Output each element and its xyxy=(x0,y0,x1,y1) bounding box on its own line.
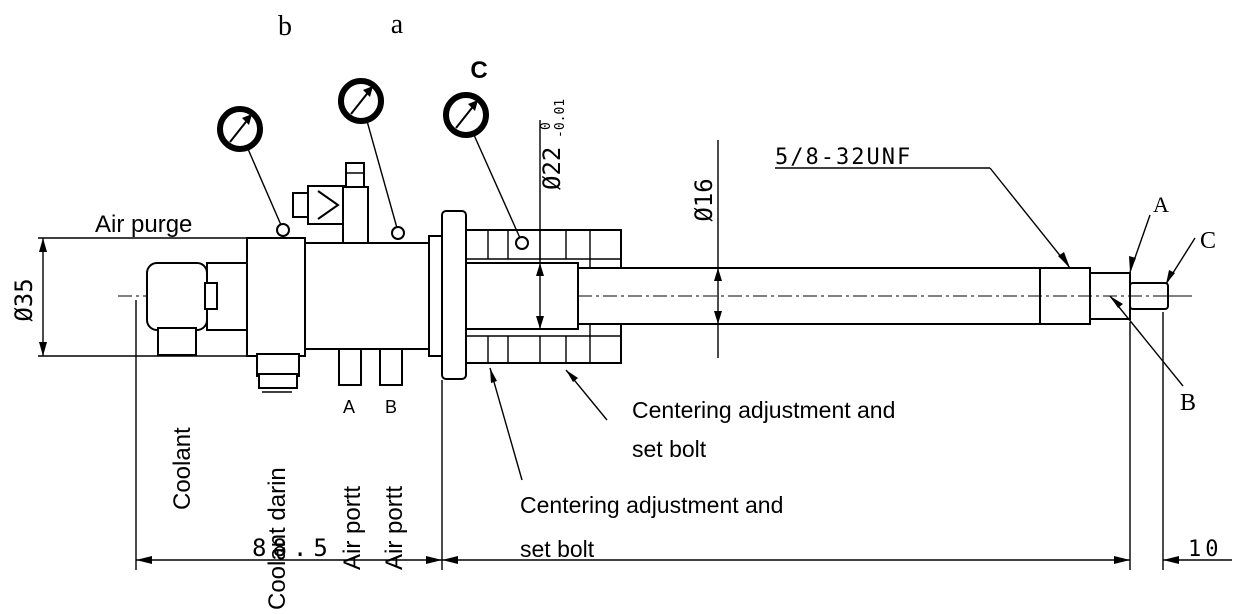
centering-bolt-1-line1: Centering adjustment and xyxy=(632,397,895,423)
dia-22-tol-lower: -0.01 xyxy=(553,99,568,138)
centering-ring xyxy=(465,229,622,364)
air-port-2-label: Air portt xyxy=(381,486,408,570)
thread-label: 5/8-32UNF xyxy=(775,145,912,170)
gauge-a xyxy=(338,78,405,240)
coolant-fitting xyxy=(146,262,248,356)
port-a-label: A xyxy=(343,397,355,417)
dia-16-label: Ø16 xyxy=(690,178,718,221)
dia-35-label: Ø35 xyxy=(10,278,38,321)
dia-22-label: Ø22 xyxy=(538,147,566,190)
shaft xyxy=(577,267,1192,325)
dimensions xyxy=(38,120,1232,570)
gauge-b-label: b xyxy=(278,11,292,42)
coolant-label: Coolant xyxy=(169,427,196,510)
port-b-label: B xyxy=(385,397,397,417)
gauge-b xyxy=(217,106,290,237)
coolant-drain-label: Coolant darin xyxy=(264,467,291,610)
centering-bolt-1-line2: set bolt xyxy=(632,436,707,462)
flange xyxy=(428,210,467,380)
dim-10-label: 10 xyxy=(1188,537,1223,562)
leaders xyxy=(489,167,1196,481)
point-a-label: A xyxy=(1153,192,1169,217)
dim-88-5-label: 88.5 xyxy=(252,534,334,562)
air-port-b-stub xyxy=(379,348,403,386)
point-c-label: C xyxy=(1200,228,1216,254)
gauge-c-label: C xyxy=(470,57,487,84)
air-port-1-label: Air portt xyxy=(339,486,366,570)
drain-housing xyxy=(246,237,306,393)
gauge-c xyxy=(443,92,529,250)
centering-bolt-2-line2: set bolt xyxy=(520,536,595,562)
main-body xyxy=(292,162,431,386)
gauge-a-label: a xyxy=(391,9,404,40)
dia-22-dimension-text: Ø22 0 -0.01 xyxy=(538,99,568,190)
point-b-label: B xyxy=(1180,390,1196,416)
dia-22-tol-upper: 0 xyxy=(539,122,554,130)
centering-bolt-2-line1: Centering adjustment and xyxy=(520,492,783,518)
air-purge-label: Air purge xyxy=(95,211,192,238)
air-port-a-stub xyxy=(338,348,362,386)
